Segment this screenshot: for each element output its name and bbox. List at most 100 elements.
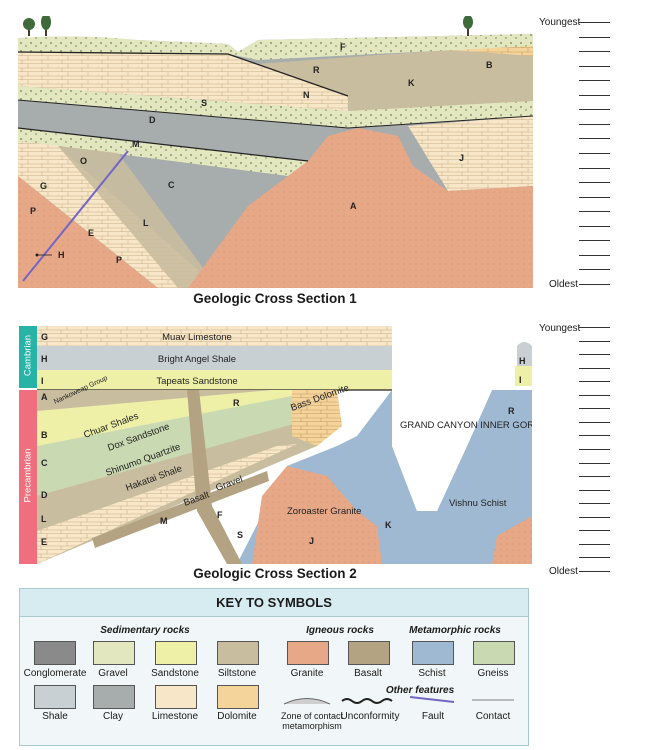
label-basalt: Basalt <box>333 668 403 679</box>
s2-letter-l: L <box>41 514 47 524</box>
answer-blank-line[interactable] <box>579 341 610 342</box>
answer-blank-line[interactable] <box>579 22 610 23</box>
s1-label-n: N <box>303 90 310 100</box>
s2-layer-bright-angel: Bright Angel Shale <box>158 354 236 365</box>
answer-blank-line[interactable] <box>579 422 610 423</box>
answer-blank-line[interactable] <box>579 284 610 285</box>
answer-blank-line[interactable] <box>579 449 610 450</box>
s1-label-p: P <box>30 206 36 216</box>
answer-blank-line[interactable] <box>579 381 610 382</box>
answer-blank-line[interactable] <box>579 435 610 436</box>
answer-blank-line[interactable] <box>579 95 610 96</box>
answer-blank-line[interactable] <box>579 138 610 139</box>
swatch-granite <box>287 641 329 665</box>
s1-label-m: M <box>132 139 140 149</box>
swatch-basalt <box>348 641 390 665</box>
key-panel: KEY TO SYMBOLS Sedimentary rocks Igneous… <box>19 588 529 746</box>
s1-label-l: L <box>143 218 149 228</box>
s1-label-o: O <box>80 156 87 166</box>
s2-layer-gorge: GRAND CANYON INNER GORGE <box>400 420 532 431</box>
label-limestone: Limestone <box>140 711 210 722</box>
swatch-clay <box>93 685 135 709</box>
answer-blank-line[interactable] <box>579 182 610 183</box>
swatch-gravel <box>93 641 135 665</box>
label-gravel: Gravel <box>78 668 148 679</box>
answer-blank-line[interactable] <box>579 544 610 545</box>
swatch-siltstone <box>217 641 259 665</box>
label-granite: Granite <box>272 668 342 679</box>
answer-blank-line[interactable] <box>579 463 610 464</box>
section2-title: Geologic Cross Section 2 <box>75 566 475 581</box>
answer-blank-line[interactable] <box>579 51 610 52</box>
answer-blank-line[interactable] <box>579 37 610 38</box>
label-contact: Contact <box>458 711 528 722</box>
s2-letter-a: A <box>41 392 48 402</box>
contact-symbol <box>470 693 516 705</box>
answer-blank-line[interactable] <box>579 109 610 110</box>
answer-blank-line[interactable] <box>579 327 610 328</box>
answer-blank-line[interactable] <box>579 530 610 531</box>
answer-blank-line[interactable] <box>579 80 610 81</box>
answer-blank-line[interactable] <box>579 571 610 572</box>
answer-blank-line[interactable] <box>579 226 610 227</box>
label-gneiss: Gneiss <box>458 668 528 679</box>
label-clay: Clay <box>78 711 148 722</box>
era-precambrian-bar: Precambrian <box>19 390 37 564</box>
answer-blank-line[interactable] <box>579 124 610 125</box>
swatch-shale <box>34 685 76 709</box>
s2-letter-i: I <box>41 376 44 386</box>
s2-letter-k: K <box>385 520 392 530</box>
answer-blank-line[interactable] <box>579 197 610 198</box>
answer-blank-line[interactable] <box>579 354 610 355</box>
s2-layer-tapeats: Tapeats Sandstone <box>156 376 237 387</box>
swatch-conglomerate <box>34 641 76 665</box>
label-unconformity: Unconformity <box>335 711 405 722</box>
answer-blank-line[interactable] <box>579 517 610 518</box>
label-dolomite: Dolomite <box>202 711 272 722</box>
answer-blank-line[interactable] <box>579 490 610 491</box>
s2-letter-e: E <box>41 537 47 547</box>
answer-blank-line[interactable] <box>579 395 610 396</box>
s2-letter-h: H <box>41 354 48 364</box>
answer-blank-line[interactable] <box>579 269 610 270</box>
key-title: KEY TO SYMBOLS <box>20 589 528 617</box>
era-cambrian-bar: Cambrian <box>19 326 37 388</box>
s2-letter-m: M <box>160 516 168 526</box>
s1-label-e: E <box>88 228 94 238</box>
answer-blank-line[interactable] <box>579 66 610 67</box>
swatch-limestone <box>155 685 197 709</box>
col2-oldest-label: Oldest <box>549 566 578 577</box>
swatch-schist <box>412 641 454 665</box>
swatch-dolomite <box>217 685 259 709</box>
answer-blank-line[interactable] <box>579 557 610 558</box>
s2-letter-r2: R <box>508 406 515 416</box>
s1-label-f: F <box>340 42 346 52</box>
s2-layer-muav: Muav Limestone <box>162 332 232 343</box>
label-schist: Schist <box>397 668 467 679</box>
answer-blank-line[interactable] <box>579 503 610 504</box>
s2-letter-c: C <box>41 458 48 468</box>
s2-letter-d: D <box>41 490 48 500</box>
col2-youngest-label: Youngest <box>539 323 580 334</box>
cross-section-1: F R B K N S D M O C J A G P L E H P <box>18 16 533 288</box>
era-cambrian-label: Cambrian <box>23 325 34 387</box>
s2-layer-zoroaster: Zoroaster Granite <box>287 506 361 517</box>
swatch-gneiss <box>473 641 515 665</box>
answer-blank-line[interactable] <box>579 211 610 212</box>
s1-label-h: H <box>58 250 65 260</box>
answer-blank-line[interactable] <box>579 476 610 477</box>
label-sandstone: Sandstone <box>140 668 210 679</box>
answer-blank-line[interactable] <box>579 368 610 369</box>
s1-label-g: G <box>40 181 47 191</box>
s2-letter-b: B <box>41 430 48 440</box>
swatch-sandstone <box>155 641 197 665</box>
answer-blank-line[interactable] <box>579 153 610 154</box>
answer-blank-line[interactable] <box>579 240 610 241</box>
s2-letter-f: F <box>217 510 223 520</box>
key-group-sedimentary: Sedimentary rocks <box>90 625 200 636</box>
s2-letter-h2: H <box>519 356 526 366</box>
answer-blank-line[interactable] <box>579 168 610 169</box>
answer-blank-line[interactable] <box>579 408 610 409</box>
s1-label-a: A <box>350 201 357 211</box>
answer-blank-line[interactable] <box>579 255 610 256</box>
